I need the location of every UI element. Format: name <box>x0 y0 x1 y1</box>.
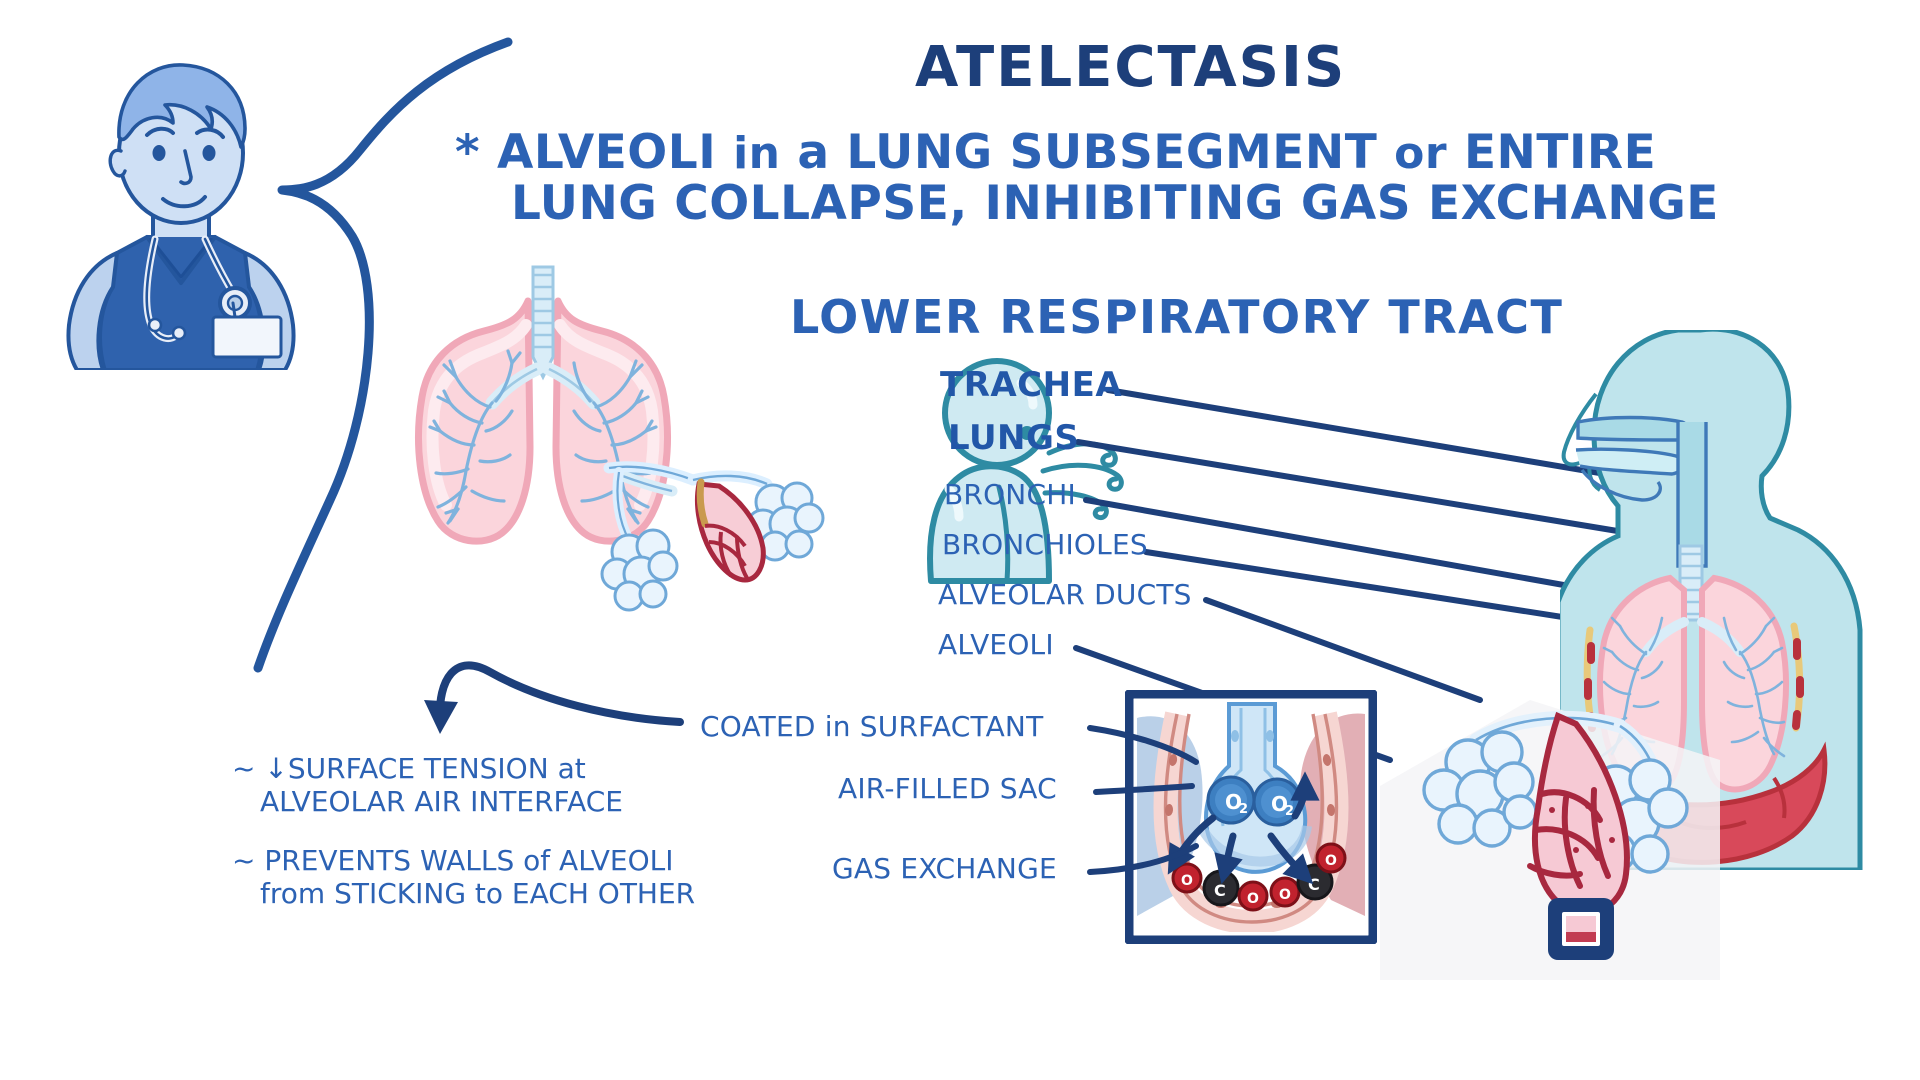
anatomy-label-bronchioles: BRONCHIOLES <box>942 528 1148 561</box>
anatomy-label-alveoli: ALVEOLI <box>938 628 1054 661</box>
note-2-line2-a: STICKING <box>325 877 475 911</box>
note-surface-tension: ~ ↓SURFACE TENSION at ALVEOLAR AIR INTER… <box>232 752 695 818</box>
coated-post: SURFACTANT <box>850 710 1044 743</box>
note-2-line2-lc2: to <box>474 877 504 911</box>
alveolus-inset-icon: O 2 O 2 O C O O C <box>1125 690 1377 944</box>
headline-bullet: * <box>455 125 481 180</box>
note-2-line1-a: PREVENTS WALLS <box>264 844 524 878</box>
headline-line1-or: or <box>1394 128 1448 179</box>
doctor-icon <box>66 63 296 370</box>
lungs-icon <box>415 265 678 545</box>
svg-text:2: 2 <box>1239 802 1248 817</box>
svg-text:O: O <box>1247 891 1259 907</box>
anatomy-label-lungs: LUNGS <box>948 418 1080 458</box>
svg-text:O: O <box>1279 887 1291 903</box>
zoom-marker-icon <box>1548 898 1614 960</box>
curved-arrow-to-notes <box>435 661 684 726</box>
headline-line-1: * ALVEOLI in a LUNG SUBSEGMENT or ENTIRE <box>455 125 1719 180</box>
svg-text:O: O <box>1271 792 1288 816</box>
note-2-line2-lc: from <box>260 877 326 911</box>
headline-line-2: LUNG COLLAPSE, INHIBITING GAS EXCHANGE <box>511 175 1719 231</box>
svg-text:C: C <box>1214 881 1226 900</box>
coated-pre: COATED <box>700 710 825 743</box>
breathing-person-icon <box>927 358 1124 584</box>
note-marker-2: ~ <box>232 844 256 878</box>
inset-label-gas-exchange: GAS EXCHANGE <box>832 852 1057 885</box>
page-title: ATELECTASIS <box>915 35 1347 100</box>
alveolar-cluster-icon <box>600 461 825 612</box>
anatomy-label-bronchi: BRONCHI <box>944 478 1076 511</box>
carbon-dioxide-right: O C O <box>1269 842 1347 908</box>
note-2-line1-b: ALVEOLI <box>550 844 674 878</box>
note-2-line2-b: EACH OTHER <box>503 877 696 911</box>
note-1-line1-a: SURFACE TENSION <box>287 752 558 785</box>
oxygen-molecule-left: O 2 <box>1206 775 1256 825</box>
svg-text:O: O <box>1225 790 1242 814</box>
svg-text:C: C <box>1308 875 1320 894</box>
note-marker-1: ~ <box>232 752 256 785</box>
headline-line1-a: ALVEOLI <box>496 125 734 180</box>
headline-line1-b: a LUNG SUBSEGMENT <box>780 125 1395 180</box>
leader-alveolar-ducts <box>1203 597 1483 703</box>
note-prevents-sticking: ~ PREVENTS WALLS of ALVEOLI from STICKIN… <box>232 844 695 910</box>
note-down-arrow: ↓ <box>264 752 288 785</box>
inset-label-coated-in-surfactant: COATED in SURFACTANT <box>700 710 1043 743</box>
headline-line1-in: in <box>733 128 781 179</box>
alveolar-sacs-capillary-icon <box>1380 700 1720 980</box>
anatomy-label-trachea: TRACHEA <box>940 365 1123 405</box>
svg-text:2: 2 <box>1285 804 1294 819</box>
anatomy-label-alveolar-ducts: ALVEOLAR DUCTS <box>938 578 1192 611</box>
oxygen-molecule-right: O 2 <box>1252 777 1302 827</box>
surfactant-notes-block: ~ ↓SURFACE TENSION at ALVEOLAR AIR INTER… <box>232 752 695 910</box>
note-1-line2: ALVEOLAR AIR INTERFACE <box>260 785 623 819</box>
svg-text:O: O <box>1181 873 1193 889</box>
svg-text:O: O <box>1325 853 1337 869</box>
inset-label-air-filled-sac: AIR-FILLED SAC <box>838 772 1057 805</box>
curved-arrow-head <box>424 700 458 734</box>
coated-lc: in <box>824 710 851 743</box>
headline-line1-c: ENTIRE <box>1447 125 1657 180</box>
headline-block: * ALVEOLI in a LUNG SUBSEGMENT or ENTIRE… <box>455 125 1719 231</box>
section-title: LOWER RESPIRATORY TRACT <box>790 290 1564 344</box>
leader-bronchioles <box>1143 549 1623 629</box>
note-1-line1-lc: at <box>557 752 586 785</box>
note-2-line1-lc: of <box>523 844 551 878</box>
